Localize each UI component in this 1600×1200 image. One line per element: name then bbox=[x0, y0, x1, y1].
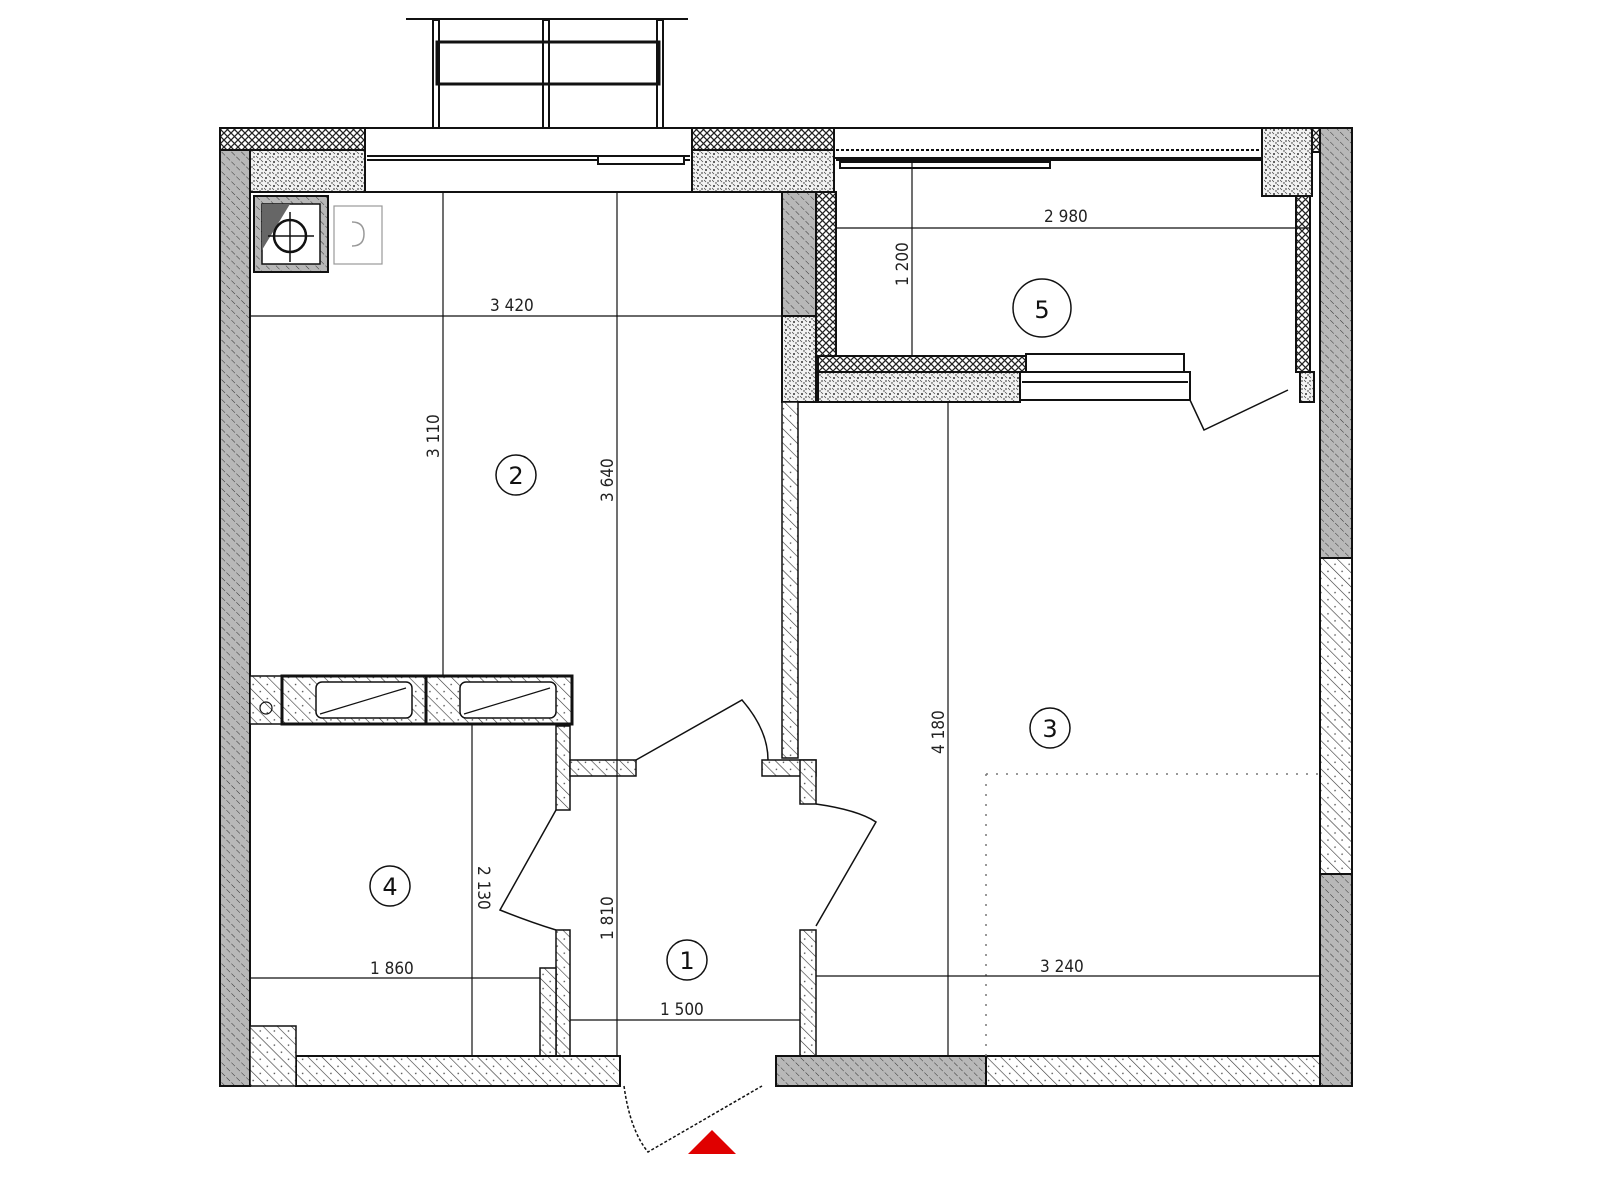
dimension-lines bbox=[250, 162, 1320, 1056]
room-label-3: 3 bbox=[1029, 707, 1071, 749]
dim-loggia-depth: 1 200 bbox=[893, 242, 913, 286]
hall-partitions bbox=[539, 725, 817, 1057]
right-wall-middle bbox=[1319, 557, 1353, 875]
room-label-1: 1 bbox=[666, 939, 708, 981]
dim-bath-depth: 2 130 bbox=[473, 866, 493, 910]
dim-bath-width: 1 860 bbox=[370, 959, 414, 979]
left-wall bbox=[219, 149, 251, 1087]
bottom-wall-mid bbox=[775, 1055, 987, 1087]
bath-corner-riser bbox=[249, 1025, 297, 1087]
balcony-railing bbox=[406, 18, 688, 141]
room-label-2: 2 bbox=[495, 454, 537, 496]
svg-text:4: 4 bbox=[382, 873, 397, 901]
kitchen-living-wall-mid bbox=[781, 315, 817, 403]
dim-living-depth: 4 180 bbox=[929, 710, 949, 754]
doors bbox=[498, 389, 1289, 1153]
room-label-5: 5 bbox=[1012, 278, 1072, 338]
svg-text:1: 1 bbox=[679, 947, 694, 975]
kitchen-living-wall-upper bbox=[781, 191, 817, 317]
entry-arrow-icon bbox=[688, 1130, 736, 1154]
dim-kitchen-width: 3 420 bbox=[490, 296, 534, 316]
svg-text:2: 2 bbox=[508, 462, 523, 490]
dim-kitchen-depth: 3 110 bbox=[424, 414, 444, 458]
ventilation-block bbox=[249, 674, 574, 726]
dim-hall-width: 1 500 bbox=[660, 1000, 704, 1020]
svg-text:3: 3 bbox=[1042, 715, 1057, 743]
bottom-wall-left bbox=[295, 1055, 621, 1087]
loggia-walls bbox=[815, 191, 1315, 403]
sink-icon bbox=[333, 205, 383, 265]
exterior-walls bbox=[219, 127, 1353, 197]
dim-kitchen-hall-depth: 3 640 bbox=[598, 458, 618, 502]
bottom-wall-right bbox=[985, 1055, 1321, 1087]
dim-loggia-width: 2 980 bbox=[1044, 207, 1088, 227]
furniture-zone bbox=[985, 773, 1318, 1056]
dim-hall-depth: 1 810 bbox=[598, 896, 618, 940]
right-wall-upper bbox=[1319, 127, 1353, 559]
dim-living-width: 3 240 bbox=[1040, 957, 1084, 977]
svg-text:5: 5 bbox=[1034, 296, 1049, 324]
right-wall-lower bbox=[1319, 873, 1353, 1087]
room-label-4: 4 bbox=[369, 865, 411, 907]
kitchen-living-partition bbox=[781, 401, 799, 759]
ventilation-riser-icon bbox=[253, 195, 329, 273]
